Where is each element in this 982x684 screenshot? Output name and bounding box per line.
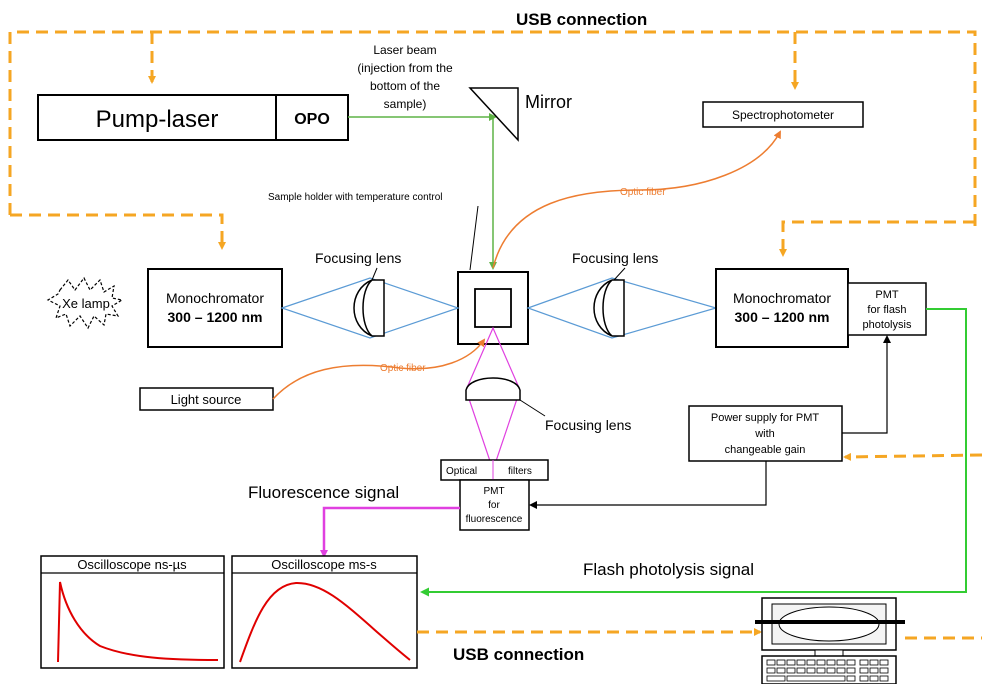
sample-cuvette bbox=[474, 288, 512, 328]
flash-photolysis-signal-label: Flash photolysis signal bbox=[583, 560, 754, 579]
spectrophotometer-box bbox=[702, 101, 864, 128]
oscilloscope-ns-box bbox=[40, 555, 225, 669]
laser-beam-label-2: (injection from the bbox=[357, 61, 453, 75]
sample-holder-pointer bbox=[469, 205, 479, 271]
pump-laser-label: Pump-laser bbox=[96, 106, 219, 133]
spectrophotometer-label: Spectrophotometer bbox=[732, 108, 834, 122]
laser-beam-label-3: bottom of the bbox=[370, 79, 440, 93]
focusing-lens-bottom-label: Focusing lens bbox=[545, 417, 631, 433]
oscilloscope-ms-label: Oscilloscope ms-s bbox=[271, 557, 377, 572]
optic-fiber-top-label: Optic fiber bbox=[620, 187, 666, 198]
optic-fiber-bottom bbox=[272, 338, 486, 400]
mirror-icon bbox=[468, 87, 519, 142]
usb-bottom-network bbox=[417, 628, 982, 640]
pmt-fluor-label-3: fluorescence bbox=[466, 514, 523, 525]
pmt-flash-label-1: PMT bbox=[875, 289, 899, 301]
fluorescence-signal-label: Fluorescence signal bbox=[248, 483, 399, 502]
focusing-lens-right bbox=[593, 279, 625, 337]
xe-lamp-icon bbox=[46, 276, 124, 330]
laser-beam-label-1: Laser beam bbox=[373, 43, 436, 57]
focusing-lens-bottom-pointer bbox=[519, 399, 546, 417]
pmt-fluor-label-1: PMT bbox=[483, 486, 504, 497]
focusing-lens-right-label: Focusing lens bbox=[572, 250, 658, 266]
pump-laser-box bbox=[37, 94, 277, 141]
usb-connection-bottom-label: USB connection bbox=[453, 645, 584, 664]
monochromator-left-box bbox=[147, 268, 283, 348]
usb-connection-top-label: USB connection bbox=[516, 10, 647, 29]
power-supply-connections bbox=[529, 335, 891, 509]
flash-photolysis-signal-arrow bbox=[420, 308, 967, 597]
laser-beam-path bbox=[348, 113, 497, 270]
oscilloscope-ms-trace bbox=[239, 581, 411, 663]
monochromator-left-label: Monochromator bbox=[166, 290, 264, 306]
pmt-fluor-label-2: for bbox=[488, 500, 500, 511]
focusing-lens-bottom bbox=[465, 377, 521, 401]
oscilloscope-ns-label: Oscilloscope ns-µs bbox=[77, 557, 187, 572]
power-supply-label-1: Power supply for PMT bbox=[711, 412, 819, 424]
opo-box bbox=[275, 94, 349, 141]
monochromator-right-range: 300 – 1200 nm bbox=[735, 309, 830, 325]
optic-fiber-top bbox=[492, 130, 781, 269]
light-source-label: Light source bbox=[171, 392, 242, 407]
monochromator-right-box bbox=[715, 268, 849, 348]
monochromator-right-label: Monochromator bbox=[733, 290, 831, 306]
oscilloscope-ms-box bbox=[231, 555, 418, 669]
focusing-lens-left-label: Focusing lens bbox=[315, 250, 401, 266]
fluorescence-signal-arrow bbox=[320, 506, 460, 558]
power-supply-label-3: changeable gain bbox=[725, 444, 806, 456]
optical-filters-label-2: filters bbox=[508, 466, 532, 477]
power-supply-label-2: with bbox=[754, 428, 775, 440]
oscilloscope-ns-trace bbox=[57, 581, 219, 663]
focusing-lens-left-pointer bbox=[371, 267, 378, 281]
optical-filters-label-1: Optical bbox=[446, 466, 477, 477]
xe-lamp-label: Xe lamp bbox=[62, 296, 110, 311]
usb-top-network bbox=[8, 30, 982, 461]
optic-fiber-bottom-label: Optic fiber bbox=[380, 363, 426, 374]
pmt-flash-label-2: for flash bbox=[867, 304, 906, 316]
computer-icon bbox=[755, 597, 905, 684]
opo-label: OPO bbox=[294, 111, 330, 128]
sample-holder-label: Sample holder with temperature control bbox=[268, 192, 443, 203]
focusing-lens-right-pointer bbox=[613, 267, 626, 281]
mirror-label: Mirror bbox=[525, 92, 572, 112]
laser-beam-label-4: sample) bbox=[384, 97, 427, 111]
power-supply-box bbox=[688, 405, 843, 462]
pmt-flash-label-3: photolysis bbox=[863, 319, 912, 331]
monochromator-left-range: 300 – 1200 nm bbox=[168, 309, 263, 325]
focusing-lens-left bbox=[353, 279, 385, 337]
